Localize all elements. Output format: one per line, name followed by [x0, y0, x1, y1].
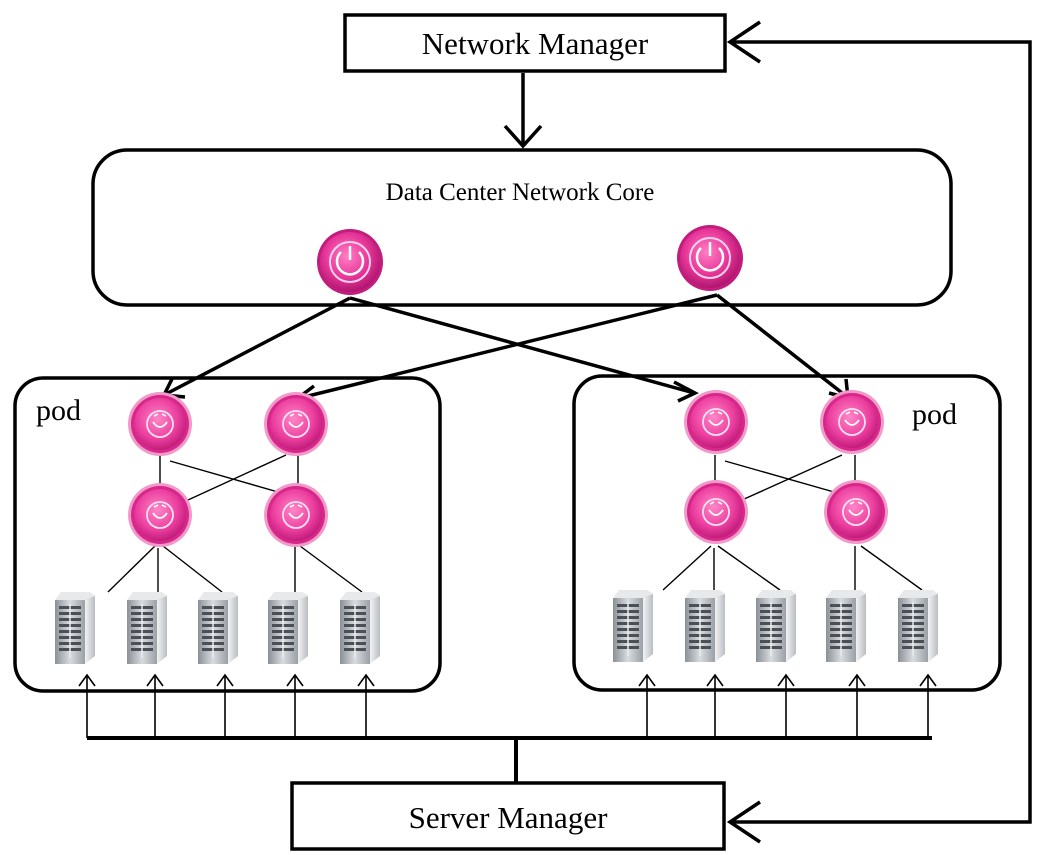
pod-right-server-1-server-tower-icon: [612, 589, 654, 663]
bus-arrow-head-6: [638, 673, 656, 687]
bus-arrow-head-4: [286, 673, 304, 687]
pod-left-edge-switch-2-router-icon: [263, 482, 329, 548]
bus-arrow-head-10: [919, 673, 937, 687]
nm-to-core-arrow: [503, 73, 543, 149]
pod-right-server-5-server-tower-icon: [897, 589, 939, 663]
pod-left-box: pod: [13, 376, 442, 693]
network-manager-box: Network Manager: [343, 13, 727, 73]
server-manager-box: Server Manager: [290, 781, 726, 851]
pod-right-box: pod: [572, 374, 1002, 692]
pod-right-label: pod: [912, 398, 957, 431]
pod-left-server-4-server-tower-icon: [267, 591, 309, 665]
bus-arrow-head-9: [848, 673, 866, 687]
pod-right-agg-switch-2-router-icon: [819, 389, 885, 455]
pod-left-agg-switch-1-router-icon: [127, 391, 193, 457]
pod-right-agg-switch-1-router-icon: [683, 389, 749, 455]
bus-arrow-head-5: [357, 673, 375, 687]
pod-left-server-1-server-tower-icon: [54, 591, 96, 665]
pod-right-edge-switch-1-router-icon: [683, 479, 749, 545]
network-manager-label: Network Manager: [422, 26, 649, 61]
pod-left-server-3-server-tower-icon: [197, 591, 239, 665]
pod-left-server-2-server-tower-icon: [126, 591, 168, 665]
pod-right-links: [662, 454, 923, 591]
bus-arrow-head-2: [146, 673, 164, 687]
bus-arrow-head-7: [706, 673, 724, 687]
pod-right-server-4-server-tower-icon: [825, 589, 867, 663]
network-core-box: Data Center Network Core: [91, 148, 953, 307]
bus-arrow-head-8: [777, 673, 795, 687]
core-to-pod-links: [161, 293, 851, 406]
pod-left-edge-switch-1-router-icon: [127, 482, 193, 548]
pod-left-agg-switch-2-router-icon: [263, 391, 329, 457]
core-switch-2-power-icon: [675, 223, 745, 293]
server-manager-bus: [87, 736, 932, 783]
pod-right-edge-switch-2-router-icon: [823, 479, 889, 545]
network-core-label: Data Center Network Core: [386, 179, 655, 206]
pod-right-server-2-server-tower-icon: [684, 589, 726, 663]
bus-arrows: [78, 673, 937, 738]
server-manager-label: Server Manager: [409, 800, 608, 835]
pod-left-label: pod: [36, 394, 81, 427]
manager-loop-line: [726, 20, 1032, 844]
pod-left-links: [107, 454, 363, 593]
bus-arrow-head-3: [216, 673, 234, 687]
pod-right-server-3-server-tower-icon: [755, 589, 797, 663]
bus-arrow-head-1: [78, 673, 96, 687]
core-switch-1-power-icon: [315, 227, 385, 297]
pod-left-server-5-server-tower-icon: [339, 591, 381, 665]
